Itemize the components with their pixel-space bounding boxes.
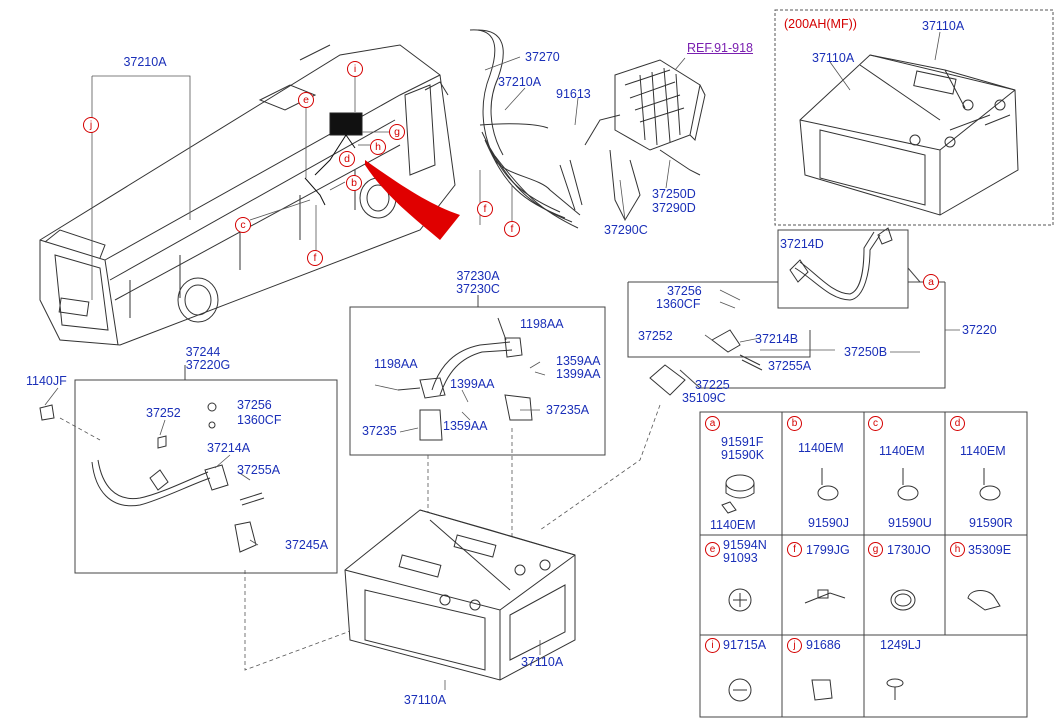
part-label-37235A[interactable]: 37235A xyxy=(546,403,590,417)
part-label-37214A[interactable]: 37214A xyxy=(207,441,251,455)
legend-letter-d: d xyxy=(950,416,965,431)
part-label-37210A-mid[interactable]: 37210A xyxy=(498,75,542,89)
legend-letter-a: a xyxy=(705,416,720,431)
legend-a-part1[interactable]: 91591F xyxy=(721,435,764,449)
control-box-icon xyxy=(329,112,363,136)
legend-grid xyxy=(699,411,1028,718)
legend-a-part2[interactable]: 91590K xyxy=(721,448,765,462)
legend-c-part2[interactable]: 91590U xyxy=(888,516,932,530)
part-label-37252-right[interactable]: 37252 xyxy=(638,329,673,343)
part-label-37110A-bottom2[interactable]: 37110A xyxy=(403,693,447,707)
battery-cable-icon xyxy=(649,227,893,396)
cable-37214D-frame xyxy=(777,229,909,309)
part-label-1359AA-1[interactable]: 1359AA xyxy=(556,354,601,368)
legend-b-part1[interactable]: 1140EM xyxy=(798,441,844,455)
battery-spec-label: (200AH(MF)) xyxy=(784,17,857,31)
part-label-37255A-right[interactable]: 37255A xyxy=(768,359,812,373)
part-label-37290C[interactable]: 37290C xyxy=(604,223,648,237)
ref-link-91-918[interactable]: REF.91-918 xyxy=(687,41,754,55)
legend-letter-j: j xyxy=(787,638,802,653)
legend-letter-h: h xyxy=(950,542,965,557)
battery-icon xyxy=(799,54,1019,216)
callout-c[interactable]: c xyxy=(235,217,251,233)
part-label-37250B[interactable]: 37250B xyxy=(844,345,888,359)
part-label-1359AA-2[interactable]: 1359AA xyxy=(443,419,488,433)
legend-letter-e: e xyxy=(705,542,720,557)
wiring-harness-icon xyxy=(469,29,701,229)
callout-j[interactable]: j xyxy=(83,117,99,133)
callout-f-harness2[interactable]: f xyxy=(504,221,520,237)
legend-d-part1[interactable]: 1140EM xyxy=(960,444,1006,458)
fuse-box-icon xyxy=(614,59,706,151)
part-label-37230A[interactable]: 37230A xyxy=(456,269,500,283)
legend-d-part2[interactable]: 91590R xyxy=(969,516,1013,530)
legend-a-part3[interactable]: 1140EM xyxy=(710,518,756,532)
callout-f-bus[interactable]: f xyxy=(307,250,323,266)
part-label-37210A-top[interactable]: 37210A xyxy=(123,55,167,69)
legend-1249LJ-part1[interactable]: 1249LJ xyxy=(880,638,922,652)
legend-letter-b: b xyxy=(787,416,802,431)
part-label-1198AA-2[interactable]: 1198AA xyxy=(374,357,418,371)
part-label-37230C[interactable]: 37230C xyxy=(456,282,500,296)
part-label-37220G[interactable]: 37220G xyxy=(185,358,231,372)
battery-pair-icon xyxy=(344,509,576,681)
legend-letter-f: f xyxy=(787,542,802,557)
part-label-1399AA-2[interactable]: 1399AA xyxy=(450,377,495,391)
part-label-37214B[interactable]: 37214B xyxy=(755,332,799,346)
part-label-37255A-left[interactable]: 37255A xyxy=(237,463,281,477)
legend-b-part2[interactable]: 91590J xyxy=(808,516,850,530)
part-label-35109C[interactable]: 35109C xyxy=(682,391,726,405)
battery-detail-frame xyxy=(774,9,1054,226)
part-label-37110A-tr2[interactable]: 37110A xyxy=(812,51,855,65)
part-label-91613[interactable]: 91613 xyxy=(556,87,591,101)
callout-d[interactable]: d xyxy=(339,151,355,167)
part-label-37245A[interactable]: 37245A xyxy=(285,538,329,552)
part-label-1399AA-1[interactable]: 1399AA xyxy=(556,367,601,381)
part-label-37110A-bottom1[interactable]: 37110A xyxy=(521,655,564,669)
part-label-37270[interactable]: 37270 xyxy=(525,50,560,64)
part-label-37290D[interactable]: 37290D xyxy=(652,201,696,215)
part-label-1198AA-1[interactable]: 1198AA xyxy=(520,317,564,331)
part-label-37244[interactable]: 37244 xyxy=(185,345,221,359)
legend-f-part1[interactable]: 1799JG xyxy=(806,543,850,557)
part-label-37235[interactable]: 37235 xyxy=(362,424,397,438)
part-label-37225[interactable]: 37225 xyxy=(695,378,730,392)
part-label-37250D[interactable]: 37250D xyxy=(652,187,696,201)
callout-f-harness1[interactable]: f xyxy=(477,201,493,217)
legend-icons xyxy=(721,468,1001,702)
part-label-37256-right[interactable]: 37256 xyxy=(667,284,702,298)
part-label-37220[interactable]: 37220 xyxy=(962,323,997,337)
legend-i-part1[interactable]: 91715A xyxy=(723,638,767,652)
legend-e-part2[interactable]: 91093 xyxy=(723,551,758,565)
legend-e-part1[interactable]: 91594N xyxy=(723,538,767,552)
legend-letter-c: c xyxy=(868,416,883,431)
callout-g[interactable]: g xyxy=(389,124,405,140)
part-label-1360CF-right[interactable]: 1360CF xyxy=(656,297,701,311)
callout-b[interactable]: b xyxy=(346,175,362,191)
legend-c-part1[interactable]: 1140EM xyxy=(879,444,925,458)
legend-letter-i: i xyxy=(705,638,720,653)
part-label-1360CF-left[interactable]: 1360CF xyxy=(237,413,282,427)
legend-h-part1[interactable]: 35309E xyxy=(968,543,1012,557)
legend-j-part1[interactable]: 91686 xyxy=(806,638,841,652)
callout-i[interactable]: i xyxy=(347,61,363,77)
direction-arrow-icon xyxy=(365,160,460,240)
left-cable-frame xyxy=(74,379,338,574)
part-label-37214D[interactable]: 37214D xyxy=(780,237,824,251)
callout-a[interactable]: a xyxy=(923,274,939,290)
part-label-37252-left[interactable]: 37252 xyxy=(146,406,181,420)
callout-e[interactable]: e xyxy=(298,92,314,108)
part-label-1140JF[interactable]: 1140JF xyxy=(26,374,67,388)
legend-letter-g: g xyxy=(868,542,883,557)
legend-g-part1[interactable]: 1730JO xyxy=(887,543,931,557)
callout-h[interactable]: h xyxy=(370,139,386,155)
part-label-37256-left[interactable]: 37256 xyxy=(237,398,272,412)
part-label-37110A-tr1[interactable]: 37110A xyxy=(922,19,965,33)
terminal-cable-icon xyxy=(397,317,533,441)
